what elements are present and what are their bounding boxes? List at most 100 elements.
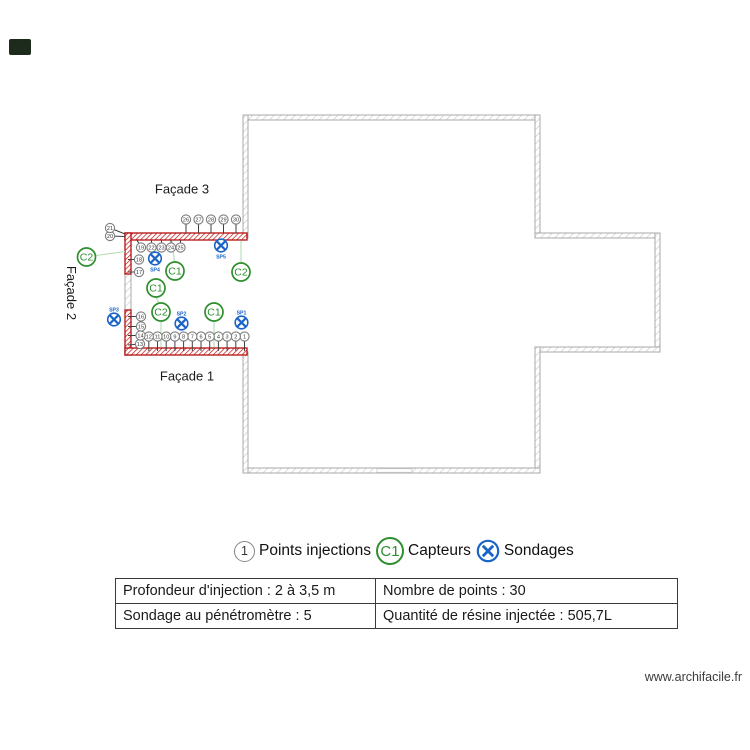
svg-text:26: 26 <box>183 218 189 224</box>
facade-label: Façade 2 <box>64 266 79 320</box>
injection-point-2: 2 <box>230 331 241 342</box>
svg-text:24: 24 <box>168 246 174 252</box>
wall-gray <box>654 232 661 353</box>
injection-point-3: 3 <box>221 331 233 342</box>
svg-text:30: 30 <box>233 218 239 224</box>
sondage-label: SP1 <box>237 310 247 316</box>
svg-text:25: 25 <box>177 246 183 252</box>
capteur-C1: C1 <box>165 261 185 281</box>
svg-text:12: 12 <box>146 335 152 341</box>
svg-text:6: 6 <box>199 335 202 341</box>
svg-text:C1: C1 <box>168 266 182 278</box>
svg-text:1: 1 <box>243 335 246 341</box>
injection-point-4: 4 <box>213 331 224 342</box>
wall-gray <box>124 271 132 313</box>
cell-sondage-count: Sondage au pénétromètre : 5 <box>115 603 376 629</box>
svg-text:10: 10 <box>163 335 169 341</box>
wall-gray <box>534 232 661 239</box>
website-link[interactable]: www.archifacile.fr <box>644 670 742 684</box>
svg-text:2: 2 <box>234 335 237 341</box>
injection-point-13: 13 <box>134 338 146 350</box>
sondage-SP2: SP2 <box>174 311 189 331</box>
svg-text:19: 19 <box>138 246 144 252</box>
svg-text:7: 7 <box>191 335 194 341</box>
svg-text:17: 17 <box>136 270 142 276</box>
capteur-C2: C2 <box>76 247 97 267</box>
svg-text:22: 22 <box>148 246 154 252</box>
injection-point-18: 18 <box>133 254 145 265</box>
wall-gray <box>534 346 661 353</box>
wall-red-treated <box>124 232 132 275</box>
injection-point-15: 15 <box>135 321 147 332</box>
wall-red-treated <box>124 347 248 356</box>
legend-injection-symbol: 1 <box>241 544 248 558</box>
injection-point-11: 11 <box>152 331 163 342</box>
svg-text:C1: C1 <box>149 283 163 295</box>
injection-point-17: 17 <box>133 266 145 278</box>
svg-text:C2: C2 <box>154 307 168 319</box>
injection-point-22: 22 <box>146 242 157 253</box>
sondage-SP4: SP4 <box>147 251 163 274</box>
injection-point-7: 7 <box>187 331 198 342</box>
sondage-label: SP2 <box>177 311 187 317</box>
capteur-leader-line <box>95 250 126 257</box>
wall-gray <box>242 114 541 121</box>
sondage-label: SP5 <box>216 255 226 261</box>
svg-text:13: 13 <box>137 342 143 348</box>
svg-text:C2: C2 <box>234 267 248 279</box>
cell-resin-quantity: Quantité de résine injectée : 505,7L <box>375 603 678 629</box>
svg-text:4: 4 <box>217 335 220 341</box>
corner-swatch <box>9 39 31 55</box>
cell-injection-depth: Profondeur d'injection : 2 à 3,5 m <box>115 578 376 604</box>
svg-text:27: 27 <box>195 218 201 224</box>
sondage-label: SP4 <box>150 268 160 274</box>
svg-text:21: 21 <box>107 226 113 232</box>
injection-point-10: 10 <box>161 331 172 342</box>
legend: 1 Points injections C1 Capteurs Sondages <box>234 536 577 566</box>
wall-gray <box>242 114 249 239</box>
svg-text:5: 5 <box>208 335 211 341</box>
legend-capteur-symbol: C1 <box>380 542 400 560</box>
info-table: Profondeur d'injection : 2 à 3,5 m Nombr… <box>115 578 678 629</box>
svg-text:9: 9 <box>173 335 176 341</box>
legend-sondage-label: Sondages <box>503 542 574 559</box>
injection-point-5: 5 <box>204 331 215 342</box>
capteur-C1: C1 <box>146 278 166 298</box>
svg-text:8: 8 <box>182 335 185 341</box>
sondage-icon <box>476 539 500 563</box>
wall-gray <box>534 114 541 239</box>
sondage-SP5: SP5 <box>213 238 229 261</box>
injection-point-19: 19 <box>135 242 147 253</box>
injection-point-14: 14 <box>135 330 146 341</box>
svg-text:3: 3 <box>226 335 229 341</box>
sondage-SP3: SP3 <box>106 307 122 327</box>
capteur-icon: C1 <box>376 537 405 565</box>
injection-point-6: 6 <box>195 331 207 342</box>
capteur-C2: C2 <box>231 262 251 282</box>
door-opening <box>376 468 413 473</box>
facade-label: Façade 3 <box>155 182 209 197</box>
svg-text:28: 28 <box>208 218 214 224</box>
sondage-label: SP3 <box>109 307 119 313</box>
svg-text:C1: C1 <box>207 307 221 319</box>
legend-injection-label: Points injections <box>259 542 372 559</box>
injection-point-28: 28 <box>205 214 217 225</box>
injection-point-27: 27 <box>193 214 204 225</box>
injection-point-24: 24 <box>165 242 177 253</box>
capteur-C1: C1 <box>204 302 224 322</box>
injection-point-1: 1 <box>239 331 250 342</box>
injection-point-icon: 1 <box>234 540 255 562</box>
svg-text:11: 11 <box>155 335 161 341</box>
cell-point-count: Nombre de points : 30 <box>375 578 678 604</box>
injection-point-8: 8 <box>178 331 189 342</box>
injection-point-12: 12 <box>143 331 154 342</box>
injection-point-26: 26 <box>180 214 192 225</box>
svg-text:23: 23 <box>158 246 164 252</box>
capteur-C2: C2 <box>151 302 171 322</box>
svg-text:16: 16 <box>138 315 144 321</box>
injection-point-16: 16 <box>135 311 147 322</box>
injection-point-30: 30 <box>230 214 242 225</box>
capteur-leader-line <box>155 296 160 303</box>
svg-text:18: 18 <box>136 258 142 264</box>
